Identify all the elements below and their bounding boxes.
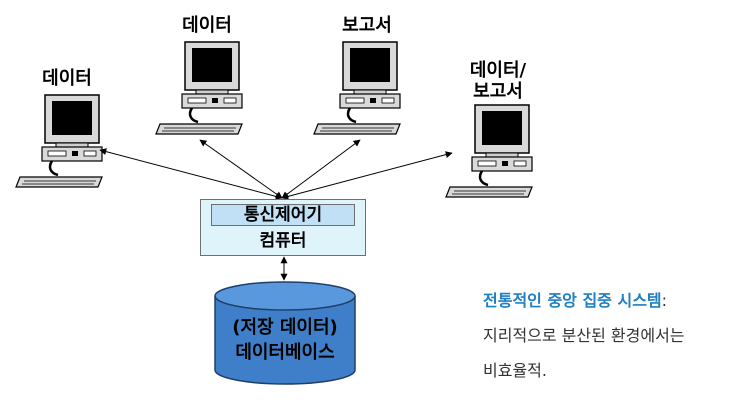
link-right [281,151,453,200]
terminal-top-left-pc-icon [154,40,244,136]
computer-label: 컴퓨터 [259,231,307,251]
database-label-line1: (저장 데이터) [232,317,338,338]
terminal-top-left-label: 데이터 [182,15,232,36]
terminal-right-pc-icon [444,103,534,199]
description-line2: 지리적으로 분산된 환경에서는 [483,326,685,345]
link-top-left [199,139,283,199]
terminal-right-label-line2: 보고서 [473,81,523,102]
description-title: 전통적인 중앙 집중 시스템 [483,291,662,310]
terminal-left-pc-icon [14,93,104,189]
terminal-top-right-pc-icon [312,40,402,136]
terminal-right-label-line1: 데이터/ [469,60,527,81]
controller-computer-box: 통신제어기 컴퓨터 [200,199,366,256]
description-colon: : [661,291,668,310]
description-title-line: 전통적인 중앙 집중 시스템: [483,287,667,311]
terminal-left-label: 데이터 [42,68,92,89]
description-line3: 비효율적. [483,361,547,380]
comm-controller-label: 통신제어기 [211,204,355,226]
database-cylinder [214,281,356,385]
link-top-right [281,139,361,199]
database-label-line2: 데이터베이스 [235,342,335,363]
terminal-top-right-label: 보고서 [342,15,392,36]
link-left [99,148,283,200]
